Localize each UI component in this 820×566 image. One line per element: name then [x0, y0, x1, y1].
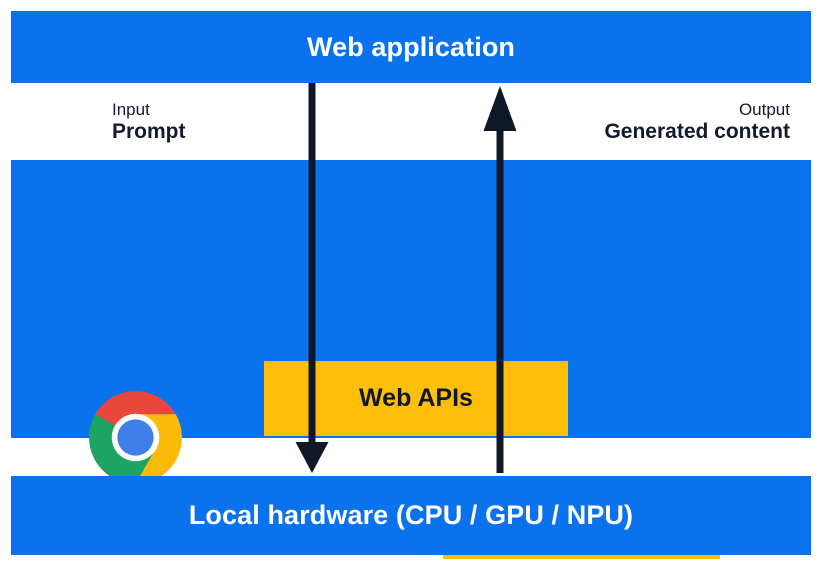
local-hardware-title: Local hardware (CPU / GPU / NPU): [188, 500, 634, 530]
web-application-title: Web application: [306, 31, 516, 62]
flow-label-output: Output Generated content: [604, 100, 790, 145]
flow-label-input-kind: Input: [112, 100, 150, 119]
layer-local-hardware: Local hardware (CPU / GPU / NPU): [11, 476, 811, 555]
box-web-apis-label: Web APIs: [359, 384, 473, 412]
flow-label-input: Input Prompt: [112, 100, 186, 145]
layer-web-application: Web application: [11, 11, 811, 83]
flow-label-output-kind: Output: [738, 100, 790, 119]
flow-label-input-value: Prompt: [112, 120, 186, 144]
layer-browser: Browser Web APIs Built-in models and run…: [11, 160, 811, 559]
arrow-down-prompt: [288, 83, 336, 473]
arrow-up-generated: [476, 83, 524, 473]
flow-label-output-value: Generated content: [604, 120, 790, 144]
chrome-logo: [89, 391, 182, 484]
